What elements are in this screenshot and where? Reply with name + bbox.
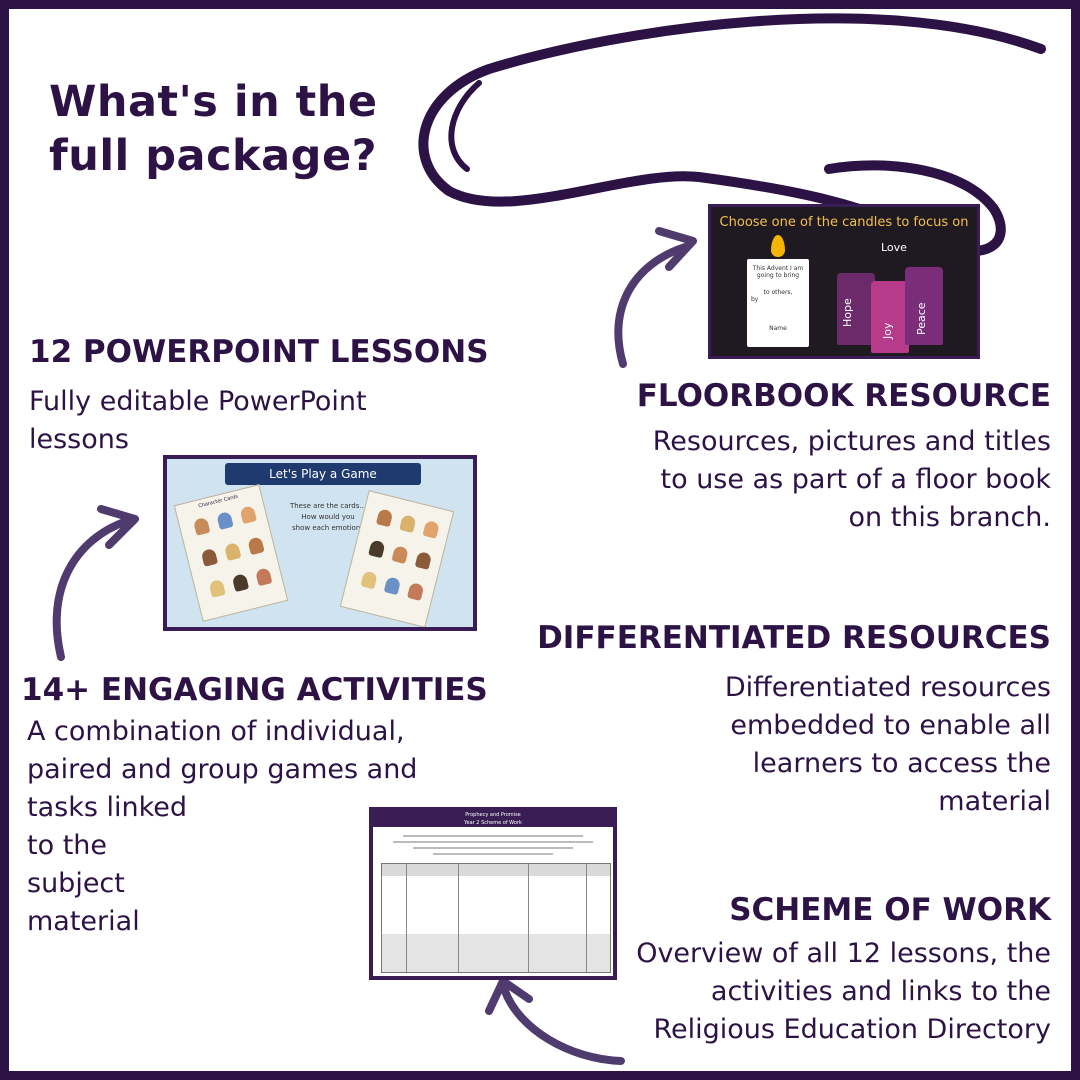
- pledge-card: This Advent I am going to bring to other…: [747, 259, 809, 347]
- child-picture: [422, 519, 440, 539]
- game-preview-image: Let's Play a Game Character Cards These …: [163, 455, 477, 631]
- candle-joy: Joy: [871, 281, 909, 353]
- child-picture: [239, 505, 257, 525]
- floorbook-heading: FLOORBOOK RESOURCE: [636, 378, 1051, 414]
- child-picture: [406, 582, 425, 601]
- differentiated-heading: DIFFERENTIATED RESOURCES: [537, 620, 1051, 656]
- child-picture: [200, 547, 219, 567]
- game-banner: Let's Play a Game: [225, 463, 421, 485]
- candle-label: Joy: [881, 322, 894, 339]
- scheme-heading: SCHEME OF WORK: [729, 892, 1051, 928]
- child-picture: [208, 578, 226, 598]
- powerpoint-heading: 12 POWERPOINT LESSONS: [29, 334, 489, 370]
- pledge-line: going to bring: [756, 272, 800, 279]
- text-line: [413, 847, 573, 849]
- table-header: [382, 864, 610, 876]
- table-column: [458, 864, 459, 972]
- text-line: [403, 835, 583, 837]
- text-line: [393, 841, 593, 843]
- floorbook-image-title: Choose one of the candles to focus on: [719, 215, 969, 230]
- pledge-line: by: [751, 296, 759, 303]
- game-prompt: These are the cards... How would you sho…: [289, 502, 367, 532]
- child-picture: [192, 516, 211, 536]
- child-picture: [399, 514, 417, 534]
- scheme-image-title: Prophecy and Promise: [465, 812, 521, 818]
- child-picture: [383, 576, 402, 596]
- candle-hope: Hope: [837, 273, 875, 345]
- arrow-scheme-head: [485, 977, 533, 1015]
- floorbook-description: Resources, pictures and titles to use as…: [652, 426, 1051, 533]
- scheme-description: Overview of all 12 lessons, the activiti…: [636, 938, 1051, 1045]
- arrow-game-head: [97, 505, 139, 549]
- child-picture: [247, 536, 265, 556]
- pledge-line: Name: [769, 325, 787, 332]
- flame-icon: [771, 235, 785, 257]
- pledge-line: This Advent I am: [752, 265, 804, 272]
- child-picture: [254, 567, 273, 587]
- arrow-floorbook: [614, 243, 689, 368]
- scheme-image-subtitle: Year 2 Scheme of Work: [464, 820, 522, 826]
- child-picture: [414, 550, 433, 570]
- child-picture: [375, 508, 394, 528]
- candle-label: Peace: [915, 302, 928, 335]
- swirl-flourish-inner: [448, 80, 482, 172]
- scheme-preview-image: Prophecy and Promise Year 2 Scheme of Wo…: [369, 807, 617, 980]
- table-column: [528, 864, 529, 972]
- activities-description: A combination of individual, paired and …: [27, 716, 418, 937]
- pledge-line: to others,: [763, 289, 793, 296]
- child-picture: [231, 573, 250, 593]
- child-picture: [360, 570, 378, 590]
- activities-heading: 14+ ENGAGING ACTIVITIES: [21, 672, 488, 708]
- scheme-table: [381, 863, 611, 973]
- child-picture: [368, 539, 386, 559]
- candle-love: Love: [881, 241, 907, 254]
- child-picture: [391, 545, 409, 565]
- arrow-floorbook-head: [655, 227, 697, 271]
- arrow-scheme: [501, 987, 625, 1065]
- character-cards-sheet: Character Cards: [173, 484, 289, 622]
- child-picture: [216, 511, 234, 530]
- swirl-flourish: [418, 13, 1046, 256]
- floorbook-preview-image: Choose one of the candles to focus on Th…: [708, 204, 980, 359]
- table-row: [382, 934, 610, 972]
- text-line: [433, 853, 553, 855]
- candle-label: Love: [881, 241, 907, 254]
- page-title: What's in the full package?: [49, 77, 378, 181]
- candle-label: Hope: [841, 298, 854, 327]
- powerpoint-description: Fully editable PowerPoint lessons: [29, 386, 367, 455]
- table-column: [406, 864, 407, 972]
- child-picture: [223, 542, 242, 562]
- arrow-game: [52, 517, 131, 661]
- candle-peace: Peace: [905, 267, 943, 345]
- decorative-flourish: [52, 13, 1046, 1065]
- scheme-header: Prophecy and Promise Year 2 Scheme of Wo…: [373, 811, 613, 827]
- differentiated-description: Differentiated resources embedded to ena…: [724, 672, 1051, 817]
- table-column: [586, 864, 587, 972]
